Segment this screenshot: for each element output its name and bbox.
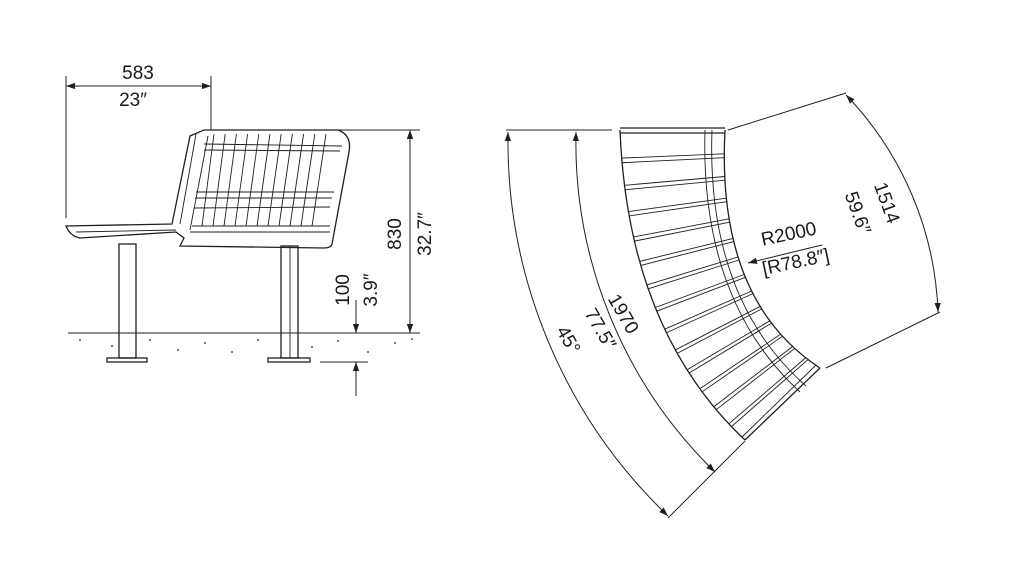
outer-length-in-label: 59.6″ — [840, 189, 875, 238]
height-dimension: 830 32.7″ — [336, 129, 436, 333]
front-leg — [118, 243, 137, 359]
back-slat — [278, 133, 293, 227]
back-slat — [223, 133, 237, 227]
plan-slat-edge — [629, 201, 727, 217]
back-slat — [245, 133, 260, 227]
plan-slat-edge — [655, 274, 745, 308]
bottom-extension-line — [667, 440, 746, 519]
plan-slat-edge — [625, 179, 725, 191]
plan-slat-edge — [646, 256, 739, 286]
back-slat — [300, 133, 316, 227]
outer-bottom-extension-line — [825, 311, 941, 369]
bench-profile — [65, 129, 351, 249]
angle-arc — [504, 131, 669, 517]
plan-slat-edge — [715, 348, 795, 411]
height-mm-label: 830 — [385, 218, 406, 250]
back-slat — [212, 133, 226, 227]
depth-mm-label: 583 — [122, 63, 154, 84]
plan-slat-edge — [701, 335, 783, 393]
embed-dimension: 100 3.9″ — [320, 273, 382, 396]
height-in-label: 32.7″ — [415, 212, 436, 256]
back-slat — [267, 133, 282, 227]
depth-in-label: 23″ — [119, 90, 147, 111]
plan-slat-edge — [622, 157, 725, 164]
bottom-edge — [744, 367, 821, 441]
inner-length-arc — [572, 131, 716, 473]
embed-mm-label: 100 — [333, 274, 354, 306]
plan-view: 45° 1970 77.5″ 1514 59.6″ R2000 [R78.8″] — [504, 92, 941, 519]
outer-top-extension-line — [727, 92, 847, 131]
angle-label: 45° — [551, 323, 584, 358]
plan-slat-edge — [628, 197, 727, 213]
front-foot-plate — [106, 357, 148, 363]
plan-slat-edge — [648, 259, 740, 290]
back-slat — [311, 133, 327, 227]
plan-slat-edge — [633, 218, 730, 238]
back-slat — [256, 133, 271, 227]
plan-slat-edge — [731, 359, 809, 427]
plan-slat-edge — [713, 346, 793, 408]
plan-slat-edge — [634, 221, 730, 242]
rear-foot-plate — [267, 357, 311, 363]
outer-length-arc — [845, 94, 941, 313]
side-view: 583 23″ 830 32.7″ 100 3.9″ — [65, 63, 436, 396]
embed-in-label: 3.9″ — [361, 273, 382, 306]
depth-dimension: 583 23″ — [65, 63, 212, 218]
plan-slat-edge — [688, 322, 772, 374]
back-slat — [289, 133, 305, 227]
rear-leg — [280, 245, 299, 359]
plan-slat-edge — [675, 306, 761, 351]
outer-length-mm-label: 1514 — [869, 180, 903, 227]
outer-edge — [723, 129, 821, 369]
radius-in-label: [R78.8″] — [760, 245, 831, 280]
plan-slat-edge — [728, 357, 807, 425]
back-slat — [201, 133, 215, 227]
plan-slat-edge — [621, 153, 725, 159]
radius-mm-label: R2000 — [759, 219, 818, 251]
ground-dots — [79, 338, 413, 353]
radius-leader — [747, 244, 823, 264]
bottom-edge-inner — [741, 364, 817, 438]
back-slats — [201, 133, 327, 227]
back-slat — [234, 133, 249, 227]
plan-slat-edge — [624, 176, 725, 186]
